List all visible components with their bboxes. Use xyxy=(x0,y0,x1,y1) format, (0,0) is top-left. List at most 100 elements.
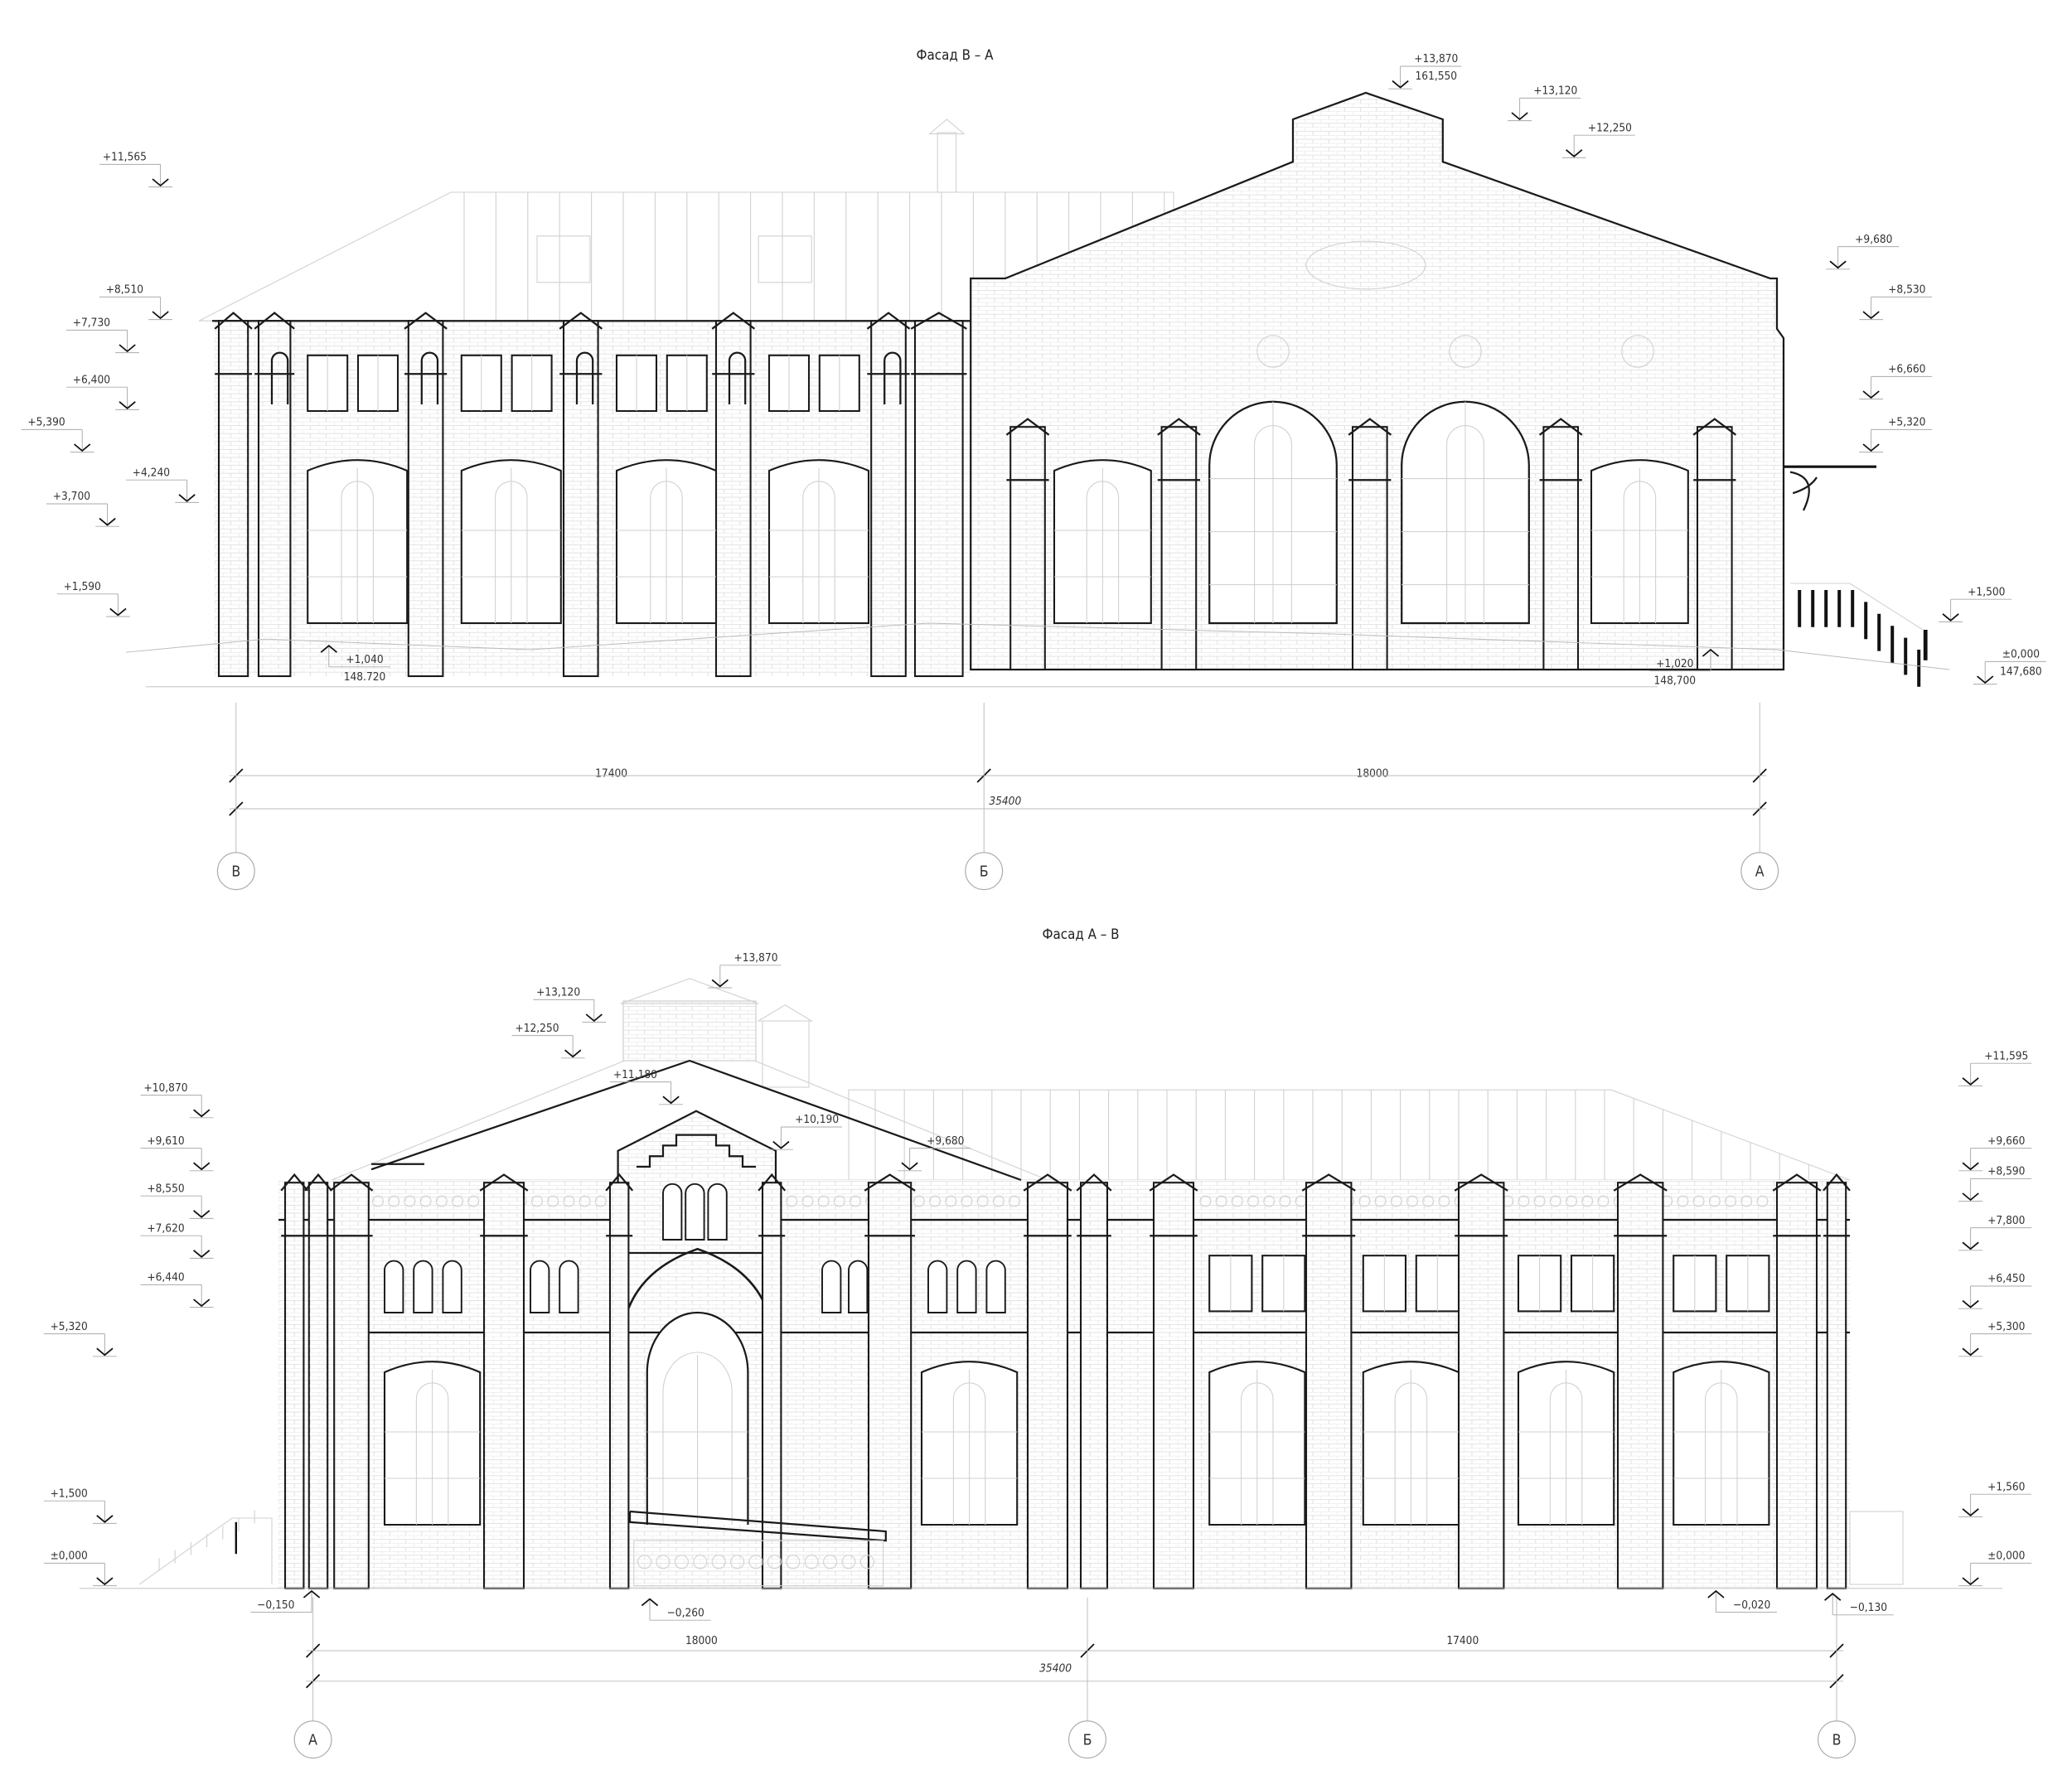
pilaster-cap xyxy=(214,312,253,330)
railing-ornament xyxy=(594,1195,607,1207)
oculus xyxy=(1256,335,1290,368)
chimney-block xyxy=(622,1000,757,1062)
facade-top-drawing xyxy=(125,91,1950,688)
oculus xyxy=(1449,335,1482,368)
window-glazing xyxy=(1518,1369,1615,1525)
railing-ornament xyxy=(1740,1195,1753,1207)
elevation-value: +11,595 xyxy=(1984,1049,2028,1062)
railing-ornament xyxy=(1199,1195,1212,1207)
elevation-arrow-down-icon xyxy=(1392,80,1409,89)
railing-ornament xyxy=(833,1195,845,1207)
elevation-value: −0,260 xyxy=(667,1606,704,1619)
railing-ornament xyxy=(929,1195,941,1207)
railing-ornament xyxy=(1374,1195,1387,1207)
small-arched-window xyxy=(559,1260,579,1313)
small-arched-window xyxy=(927,1260,948,1313)
elevation-value: +9,660 xyxy=(1987,1134,2025,1148)
elevation-arrow-down-icon xyxy=(772,1140,790,1149)
pilaster-cap xyxy=(404,312,448,330)
elevation-mark: +5,320 xyxy=(1859,416,1933,453)
pilaster xyxy=(913,320,964,678)
small-arched-window xyxy=(442,1260,462,1313)
elevation-value: +6,440 xyxy=(147,1271,184,1284)
elevation-value: +1,040 xyxy=(346,653,383,666)
pilaster-cap xyxy=(254,312,295,330)
pilaster xyxy=(867,1182,913,1589)
elevation-value: +10,870 xyxy=(143,1081,187,1095)
elevation-arrow-up-icon xyxy=(1707,1589,1725,1598)
elevation-mark: +9,610 xyxy=(140,1134,214,1172)
elevation-mark: +11,565 xyxy=(99,151,172,188)
elevation-mark: +7,800 xyxy=(1958,1214,2032,1251)
elevation-marks-top: +11,565+8,510+7,730+6,400+5,390+4,240+3,… xyxy=(21,52,2046,688)
dimension-18000: 18000 xyxy=(1357,767,1389,781)
railing-ornament xyxy=(1390,1195,1402,1207)
elevation-arrow-down-icon xyxy=(1962,1162,1979,1171)
elevation-arrow-down-icon xyxy=(1962,1299,1979,1308)
elevation-arrow-down-icon xyxy=(152,178,169,187)
pilaster xyxy=(1079,1182,1109,1589)
chimney xyxy=(937,132,957,193)
railing-ornament xyxy=(547,1195,559,1207)
elevation-value: +9,680 xyxy=(927,1134,964,1148)
railing-ornament xyxy=(859,1555,874,1569)
pilaster xyxy=(257,320,292,678)
gable-window xyxy=(707,1183,728,1241)
elevation-value: +8,530 xyxy=(1888,283,1925,297)
railing-ornament xyxy=(850,1195,861,1207)
pilaster-cap xyxy=(1823,1173,1851,1192)
elevation-arrow-up-icon xyxy=(641,1598,659,1607)
axis-bubble xyxy=(965,852,1004,891)
pilaster xyxy=(1305,1182,1353,1589)
window-glazing xyxy=(461,467,561,623)
railing-ornament xyxy=(913,1195,925,1207)
railing-ornament xyxy=(693,1555,708,1569)
elevation-mark: +7,620 xyxy=(140,1221,214,1259)
pilaster xyxy=(1616,1182,1664,1589)
axis-bubble xyxy=(1068,1720,1106,1759)
elevation-arrow-down-icon xyxy=(178,494,196,502)
elevation-mark: +1,500 xyxy=(43,1487,117,1524)
elevation-mark: +1,590 xyxy=(56,580,130,617)
pilaster-cap xyxy=(711,312,756,330)
elevation-value: +13,870 xyxy=(1414,52,1458,65)
axis-label-0: В xyxy=(231,864,240,881)
elevation-arrow-down-icon xyxy=(1962,1577,1979,1586)
railing-ornament xyxy=(1009,1195,1020,1207)
railing-ornament xyxy=(1756,1195,1769,1207)
small-arched-window xyxy=(985,1260,1006,1313)
gable-ornament xyxy=(1305,240,1426,290)
pilaster xyxy=(1542,426,1580,671)
pilaster-cap xyxy=(1076,1173,1112,1192)
elevation-value: +13,870 xyxy=(733,951,777,965)
turret-cap xyxy=(757,1004,814,1022)
railing-ornament xyxy=(1438,1195,1450,1207)
elevation-mark: +6,450 xyxy=(1958,1272,2032,1309)
elevation-mark: −0,130 xyxy=(1824,1593,1894,1616)
pilaster-cap xyxy=(1772,1173,1822,1192)
pilaster-cap xyxy=(1023,1173,1072,1192)
railing-ornament xyxy=(730,1555,745,1569)
elevation-arrow-down-icon xyxy=(193,1109,211,1118)
dormer xyxy=(536,235,591,283)
railing-ornament xyxy=(1263,1195,1276,1207)
elevation-value: +5,300 xyxy=(1987,1320,2025,1333)
pilaster xyxy=(1026,1182,1069,1589)
elevation-arrow-down-icon xyxy=(1862,311,1880,320)
elevation-value: +10,190 xyxy=(795,1113,839,1126)
elevation-mark: +6,660 xyxy=(1859,363,1933,400)
elevation-value: +13,120 xyxy=(1533,85,1577,98)
absolute-elevation: 148,700 xyxy=(1654,675,1697,688)
dimension-17400: 17400 xyxy=(1446,1634,1479,1647)
railing-ornament xyxy=(748,1555,763,1569)
pilaster-cap xyxy=(758,1173,787,1192)
elevation-mark: +8,530 xyxy=(1859,283,1933,321)
railing-ornament xyxy=(1597,1195,1610,1207)
stair-balustrade xyxy=(1790,583,1928,687)
small-arched-window xyxy=(821,1260,842,1313)
elevation-arrow-down-icon xyxy=(193,1210,211,1218)
gable-steps xyxy=(637,1134,756,1168)
elevation-mark: +13,120 xyxy=(1508,85,1581,122)
railing-ornament xyxy=(579,1195,591,1207)
